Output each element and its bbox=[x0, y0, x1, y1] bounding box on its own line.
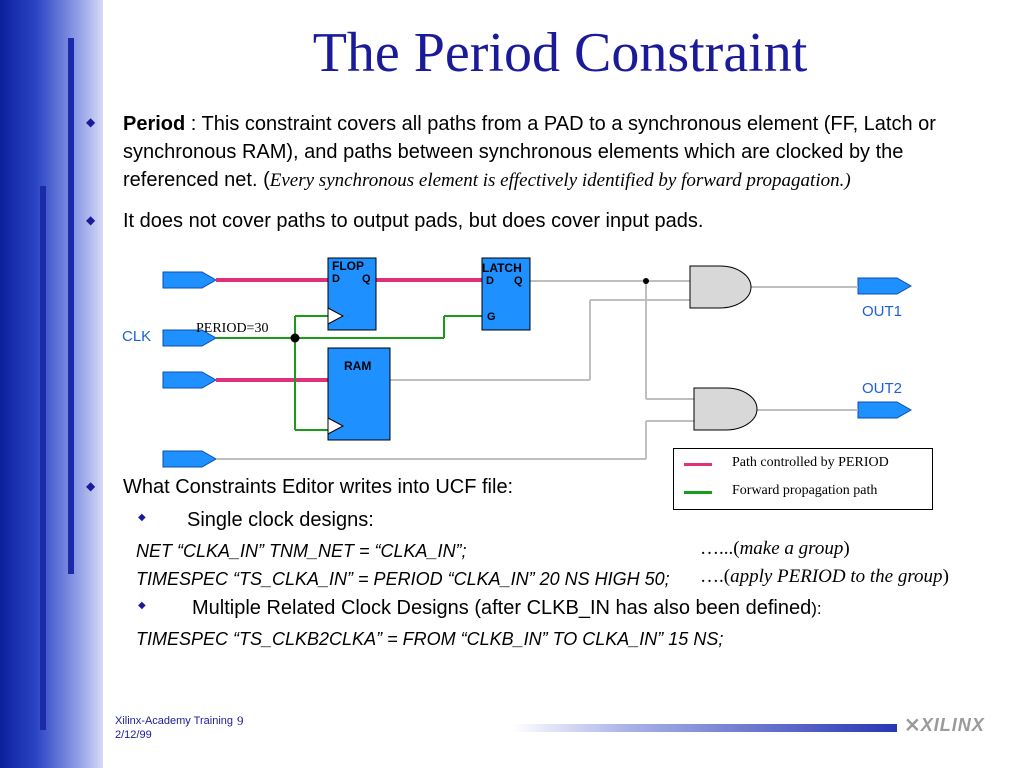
input-pad-icon bbox=[162, 271, 218, 289]
flop-q-label: Q bbox=[362, 273, 371, 285]
decorative-bar bbox=[68, 38, 74, 574]
sub-bullet-multiple-clock-end: ): bbox=[811, 599, 822, 618]
sidebar-gradient bbox=[0, 0, 103, 768]
gray-wires bbox=[216, 280, 858, 460]
propagation-paths bbox=[216, 315, 482, 431]
junction-dot bbox=[643, 278, 649, 284]
bullet-output-pads: It does not cover paths to output pads, … bbox=[123, 210, 704, 232]
latch-d-label: D bbox=[486, 275, 494, 287]
bullet1-line2: synchronous RAM), and paths between sync… bbox=[123, 141, 904, 163]
footer-date: 2/12/99 bbox=[115, 729, 152, 741]
clock-triangle-icon bbox=[327, 417, 345, 435]
decorative-bar bbox=[40, 186, 46, 730]
note-apply-period-text: apply PERIOD to the group bbox=[730, 566, 943, 587]
xilinx-logo-text: XILINX bbox=[920, 715, 985, 735]
legend-label-period: Path controlled by PERIOD bbox=[732, 455, 889, 470]
legend-label-propagation: Forward propagation path bbox=[732, 483, 878, 498]
latch-label: LATCH bbox=[482, 261, 522, 275]
note-make-group-text: make a group bbox=[739, 538, 844, 559]
output-pad-out1-icon bbox=[857, 277, 913, 295]
ram-label: RAM bbox=[344, 359, 371, 373]
and-gate-icon bbox=[693, 387, 758, 431]
diagram-legend: Path controlled by PERIOD Forward propag… bbox=[673, 448, 933, 510]
output-pad-out2-icon bbox=[857, 401, 913, 419]
input-pad-icon bbox=[162, 371, 218, 389]
diamond-bullet-icon: ◆ bbox=[86, 213, 96, 227]
footer-org: Xilinx-Academy Training bbox=[115, 715, 233, 727]
note-make-group-prefix: …...( bbox=[700, 538, 740, 559]
footer-divider-line bbox=[512, 724, 897, 732]
flop-d-label: D bbox=[332, 273, 340, 285]
xilinx-logo: ⨯XILINX bbox=[904, 712, 985, 737]
clock-junction-dot bbox=[290, 333, 300, 343]
latch-g-label: G bbox=[487, 311, 496, 323]
bullet1-line1: : This constraint covers all paths from … bbox=[185, 113, 936, 135]
clk-label: CLK bbox=[122, 328, 151, 345]
note-make-group-suffix: ) bbox=[843, 538, 850, 559]
period-paths bbox=[216, 278, 482, 382]
note-apply-period-prefix: ….( bbox=[700, 566, 731, 587]
note-apply-period-suffix: ) bbox=[942, 566, 949, 587]
period-value-label: PERIOD=30 bbox=[196, 321, 268, 336]
clk-input-pad-icon bbox=[162, 329, 218, 347]
period-term: Period bbox=[123, 113, 186, 135]
footer-page-number: 9 bbox=[237, 713, 244, 728]
slide-title: The Period Constraint bbox=[312, 22, 808, 84]
legend-swatch-propagation bbox=[684, 491, 712, 494]
latch-block bbox=[481, 257, 531, 331]
out2-label: OUT2 bbox=[862, 380, 902, 397]
legend-swatch-period bbox=[684, 463, 712, 466]
bullet1-line3-italic: Every synchronous element is effectively… bbox=[269, 170, 851, 191]
diamond-bullet-icon: ◆ bbox=[86, 115, 96, 129]
xilinx-logo-mark-icon: ⨯ bbox=[904, 714, 921, 736]
input-pad-icon bbox=[162, 450, 218, 468]
sub-bullet-multiple-clock-main: Multiple Related Clock Designs (after CL… bbox=[192, 597, 812, 619]
ucf-line-net: NET “CLKA_IN” TNM_NET = “CLKA_IN”; bbox=[136, 541, 467, 561]
clock-triangle-icon bbox=[327, 307, 345, 325]
note-apply-period: ….(apply PERIOD to the group) bbox=[700, 566, 949, 588]
sub-bullet-multiple-clock: Multiple Related Clock Designs (after CL… bbox=[192, 594, 822, 623]
and-gate-icon bbox=[689, 265, 752, 309]
diamond-bullet-icon: ◆ bbox=[138, 512, 146, 523]
ucf-line-timespec-from-to: TIMESPEC “TS_CLKB2CLKA” = FROM “CLKB_IN”… bbox=[136, 629, 724, 649]
flop-label: FLOP bbox=[332, 259, 364, 273]
diamond-bullet-icon: ◆ bbox=[86, 479, 96, 493]
out1-label: OUT1 bbox=[862, 303, 902, 320]
bullet1-line3-start: referenced net. ( bbox=[123, 169, 270, 191]
latch-q-label: Q bbox=[514, 275, 523, 287]
ucf-line-timespec-period: TIMESPEC “TS_CLKA_IN” = PERIOD “CLKA_IN”… bbox=[136, 569, 670, 589]
bullet-period-text: Period : This constraint covers all path… bbox=[123, 110, 936, 195]
bullet-ucf: What Constraints Editor writes into UCF … bbox=[123, 476, 514, 498]
diamond-bullet-icon: ◆ bbox=[138, 600, 146, 611]
note-make-group: …...(make a group) bbox=[700, 538, 850, 560]
sub-bullet-single-clock: Single clock designs: bbox=[187, 509, 374, 531]
